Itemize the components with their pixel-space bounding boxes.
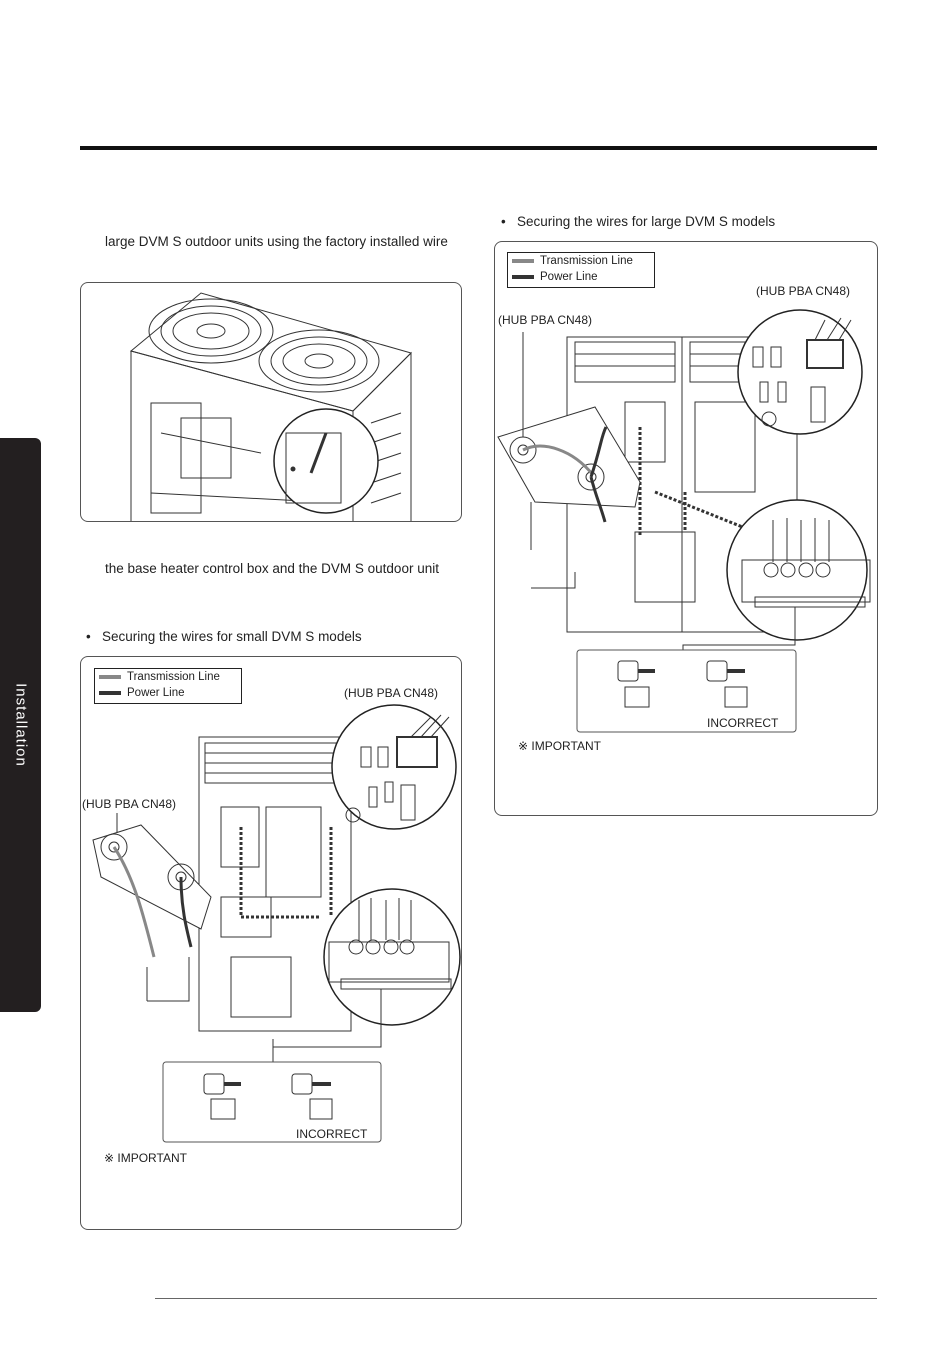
side-tab-label: Installation: [12, 683, 29, 767]
middle-text: the base heater control box and the DVM …: [105, 561, 439, 576]
large-unit-wiring-diagram: [497, 309, 871, 733]
hub-label-top: (HUB PBA CN48): [756, 284, 851, 298]
wire-legend: Transmission Line Power Line: [507, 252, 655, 288]
legend-power: Power Line: [95, 685, 241, 701]
hub-label-top: (HUB PBA CN48): [344, 686, 439, 700]
power-swatch: [512, 275, 534, 279]
legend-power: Power Line: [508, 269, 654, 285]
intro-text: large DVM S outdoor units using the fact…: [105, 234, 448, 249]
outdoor-unit-figure: [80, 282, 462, 522]
important-note: ※ IMPORTANT: [104, 1151, 187, 1165]
hub-label-left: (HUB PBA CN48): [498, 313, 593, 327]
legend-transmission: Transmission Line: [508, 253, 654, 269]
legend-transmission: Transmission Line: [95, 669, 241, 685]
power-swatch: [99, 691, 121, 695]
small-unit-wiring-diagram: [92, 704, 461, 1143]
outdoor-unit-illustration: [129, 292, 412, 521]
wire-legend: Transmission Line Power Line: [94, 668, 242, 704]
important-note: ※ IMPORTANT: [518, 739, 601, 753]
incorrect-label: INCORRECT: [296, 1127, 368, 1141]
transmission-swatch: [512, 259, 534, 263]
hub-label-left: (HUB PBA CN48): [82, 797, 177, 811]
bullet-dot: •: [501, 214, 506, 229]
small-models-panel: Transmission Line Power Line (HUB PBA CN…: [80, 656, 462, 1230]
bullet-large-models: • Securing the wires for large DVM S mod…: [501, 214, 775, 229]
bullet-dot: •: [86, 629, 91, 644]
header-rule: [80, 146, 877, 150]
large-models-panel: Transmission Line Power Line (HUB PBA CN…: [494, 241, 878, 816]
bullet-small-models: • Securing the wires for small DVM S mod…: [86, 629, 362, 644]
bullet-large-label: Securing the wires for large DVM S model…: [517, 214, 776, 229]
footer-rule: [155, 1298, 877, 1299]
side-tab: Installation: [0, 438, 41, 1012]
incorrect-label: INCORRECT: [707, 716, 779, 730]
bullet-small-label: Securing the wires for small DVM S model…: [102, 629, 362, 644]
transmission-swatch: [99, 675, 121, 679]
